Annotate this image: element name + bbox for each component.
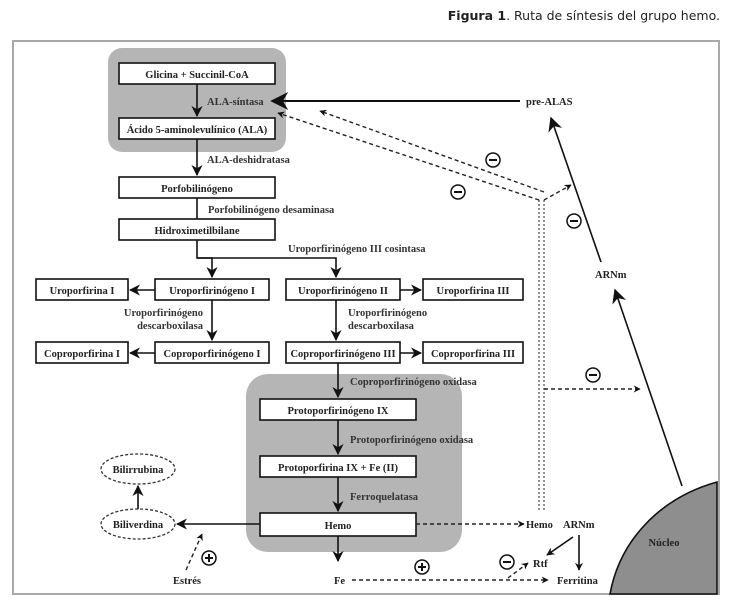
arrow-hmb-to-uro2 <box>197 257 342 279</box>
svg-text:Protoporfirina IX + Fe (II): Protoporfirina IX + Fe (II) <box>278 463 399 474</box>
figure-caption: Figura 1. Ruta de síntesis del grupo hem… <box>448 8 720 23</box>
label-ferritina: Ferritina <box>557 576 599 587</box>
minus-sign-icon <box>566 213 582 229</box>
node-porfobilinogeno: Porfobilinógeno <box>118 176 276 199</box>
node-glicina: Glicina + Succinil-CoA <box>118 62 276 85</box>
svg-text:Coproporfirinógeno III: Coproporfirinógeno III <box>290 349 395 360</box>
svg-text:Porfobilinógeno: Porfobilinógeno <box>161 184 233 195</box>
arrow-nucleus-to-arnm <box>612 288 683 487</box>
node-coproporfirina-1: Coproporfirina I <box>35 341 129 364</box>
enzyme-uro-descarboxilasa-right-1: Uroporfirinógeno <box>348 308 427 319</box>
node-bilirrubina: Bilirrubina <box>100 453 176 485</box>
enzyme-uro-descarboxilasa-left-2: descarboxilasa <box>137 321 204 332</box>
node-uroporfirina-3: Uroporfirina III <box>422 278 524 301</box>
svg-text:Glicina + Succinil-CoA: Glicina + Succinil-CoA <box>145 70 249 81</box>
node-uroporfirinogeno-2: Uroporfirinógeno II <box>285 278 401 301</box>
enzyme-ferroquelatasa: Ferroquelatasa <box>350 492 419 503</box>
label-arnm-bottom: ARNm <box>563 520 595 531</box>
label-pre-alas: pre-ALAS <box>526 97 573 108</box>
enzyme-uro-descarboxilasa-left-1: Uroporfirinógeno <box>124 308 203 319</box>
node-hidroximetilbilane: Hidroximetilbilane <box>118 218 276 241</box>
figure-label: Figura 1 <box>447 8 507 23</box>
enzyme-copro-oxidasa: Coproporfirinógeno oxidasa <box>350 377 477 388</box>
arrow-hemo-inhibits-alasintasa <box>277 111 540 201</box>
label-rtf: Rtf <box>533 559 548 570</box>
node-protoporfirina-9-fe: Protoporfirina IX + Fe (II) <box>259 455 417 478</box>
enzyme-ala-sintasa: ALA-síntasa <box>207 97 264 108</box>
node-protoporfirinogeno-9: Protoporfirinógeno IX <box>259 398 417 421</box>
enzyme-ala-deshidratasa: ALA-deshidratasa <box>207 155 291 166</box>
label-hemo-regulator: Hemo <box>526 520 553 531</box>
label-arnm-right: ARNm <box>595 270 627 281</box>
minus-sign-icon <box>485 152 501 168</box>
nucleus-shape <box>609 480 718 595</box>
svg-text:Biliverdina: Biliverdina <box>113 520 164 531</box>
svg-text:Uroporfirinógeno II: Uroporfirinógeno II <box>298 286 388 297</box>
enzyme-pbg-desaminasa: Porfobilinógeno desaminasa <box>208 205 335 216</box>
figure-title: . Ruta de síntesis del grupo hemo. <box>506 8 720 23</box>
svg-text:Protoporfirinógeno IX: Protoporfirinógeno IX <box>287 406 388 417</box>
enzyme-uro-descarboxilasa-right-2: descarboxilasa <box>348 321 415 332</box>
svg-text:Hemo: Hemo <box>325 521 352 532</box>
svg-text:Coproporfirina I: Coproporfirina I <box>44 349 120 360</box>
svg-text:Bilirrubina: Bilirrubina <box>113 465 165 476</box>
arrow-arnm-to-prealas <box>548 116 602 263</box>
label-nucleo: Núcleo <box>649 538 680 549</box>
node-coproporfirina-3: Coproporfirina III <box>422 341 524 364</box>
label-estres: Estrés <box>173 576 201 587</box>
enzyme-proto-oxidasa: Protoporfirinógeno oxidasa <box>350 435 474 446</box>
node-uroporfirinogeno-1: Uroporfirinógeno I <box>154 278 270 301</box>
svg-text:Hidroximetilbilane: Hidroximetilbilane <box>155 226 240 237</box>
arrow-hemo-inhibits-arnm-transport <box>543 184 572 201</box>
arrow-hemo-inhibits-ala <box>319 109 545 193</box>
enzyme-uro3-cosintasa: Uroporfirinógeno III cosintasa <box>288 244 426 255</box>
node-ala: Ácido 5-aminolevulínico (ALA) <box>118 117 276 140</box>
svg-text:Uroporfirinógeno I: Uroporfirinógeno I <box>169 286 255 297</box>
node-coproporfirinogeno-1: Coproporfirinógeno I <box>154 341 270 364</box>
plus-sign-icon <box>201 550 217 566</box>
node-coproporfirinogeno-3: Coproporfirinógeno III <box>285 341 401 364</box>
svg-text:Coproporfirina III: Coproporfirina III <box>431 349 515 360</box>
svg-text:Ácido 5-aminolevulínico (ALA): Ácido 5-aminolevulínico (ALA) <box>127 124 268 136</box>
node-hemo: Hemo <box>259 512 417 537</box>
minus-sign-icon <box>499 554 515 570</box>
minus-sign-icon <box>585 367 601 383</box>
svg-text:Uroporfirina I: Uroporfirina I <box>50 286 115 297</box>
arrow-arnm-to-rtf <box>546 536 574 556</box>
svg-text:Coproporfirinógeno I: Coproporfirinógeno I <box>164 349 261 360</box>
node-uroporfirina-1: Uroporfirina I <box>35 278 129 301</box>
minus-sign-icon <box>450 184 466 200</box>
svg-text:Uroporfirina III: Uroporfirina III <box>436 286 509 297</box>
plus-sign-icon <box>414 559 430 575</box>
label-fe: Fe <box>334 576 345 587</box>
node-biliverdina: Biliverdina <box>100 508 176 540</box>
